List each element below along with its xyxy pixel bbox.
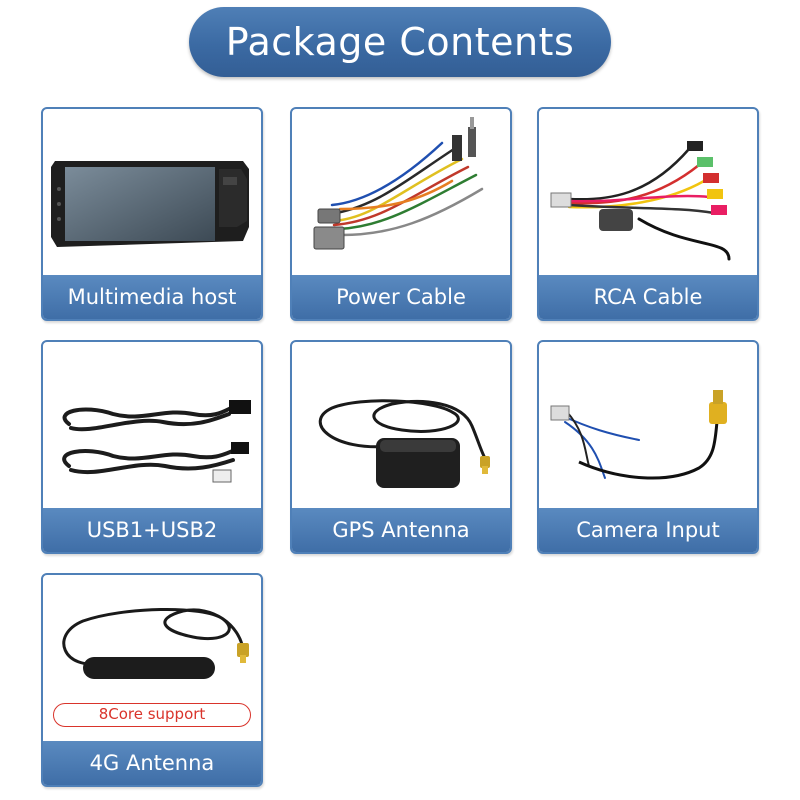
item-label: Power Cable (292, 275, 510, 319)
gps-antenna-icon (292, 342, 510, 508)
item-label: Multimedia host (43, 275, 261, 319)
feature-badge: 8Core support (53, 703, 251, 727)
item-card-usb: USB1+USB2 (41, 340, 263, 554)
item-card-4g-antenna: 8Core support 4G Antenna (41, 573, 263, 787)
rca-cable-icon (539, 109, 757, 275)
camera-cable-icon (539, 342, 757, 508)
wiring-harness-icon (292, 109, 510, 275)
head-unit-icon (43, 109, 261, 275)
item-label: RCA Cable (539, 275, 757, 319)
item-card-camera-input: Camera Input (537, 340, 759, 554)
item-label: USB1+USB2 (43, 508, 261, 552)
item-label: Camera Input (539, 508, 757, 552)
item-card-gps-antenna: GPS Antenna (290, 340, 512, 554)
item-card-rca-cable: RCA Cable (537, 107, 759, 321)
lte-antenna-icon (43, 575, 261, 741)
page-title: Package Contents (189, 7, 611, 77)
usb-cable-icon (43, 342, 261, 508)
item-label: GPS Antenna (292, 508, 510, 552)
item-card-power-cable: Power Cable (290, 107, 512, 321)
item-card-multimedia-host: Multimedia host (41, 107, 263, 321)
item-label: 4G Antenna (43, 741, 261, 785)
